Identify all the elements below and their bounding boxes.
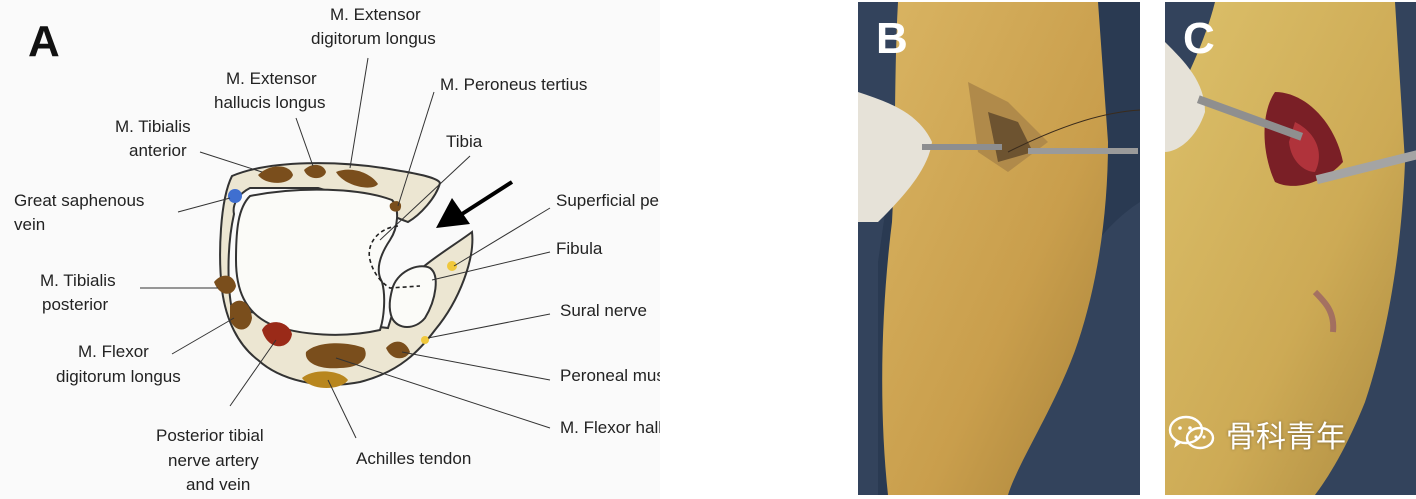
watermark: 骨科青年 <box>1168 412 1346 456</box>
tibia-cavity <box>236 190 397 335</box>
label-flexor-digitorum-2: digitorum longus <box>56 367 181 386</box>
label-flexor-digitorum-1: M. Flexor <box>78 342 149 361</box>
label-flexor-hallucis: M. Flexor hallucis longus <box>560 418 660 437</box>
ankle-cross-section-diagram: A <box>0 0 660 499</box>
black-arrow-icon <box>436 182 512 228</box>
label-extensor-hallucis-1: M. Extensor <box>226 69 317 88</box>
tibialis-posterior-shape <box>214 276 236 294</box>
leader-tib-ant <box>200 152 262 172</box>
great-saphenous-vein-dot <box>228 189 242 203</box>
label-posterior-tibial-2: nerve artery <box>168 451 259 470</box>
label-posterior-tibial-3: and vein <box>186 475 250 494</box>
label-sural-nerve: Sural nerve <box>560 301 647 320</box>
wechat-icon <box>1168 414 1216 454</box>
leader-achilles <box>328 380 356 438</box>
superficial-peroneal-nerve-dot <box>447 261 457 271</box>
label-peroneus-tertius: M. Peroneus tertius <box>440 75 587 94</box>
panel-b-photo: B <box>858 2 1140 495</box>
label-extensor-digitorum-1: M. Extensor <box>330 5 421 24</box>
label-fibula: Fibula <box>556 239 603 258</box>
panel-c-letter: C <box>1183 14 1215 64</box>
leader-sural <box>428 314 550 338</box>
label-superficial-peroneal-nerve: Superficial peroneal nerve <box>556 191 660 210</box>
label-extensor-hallucis-2: hallucis longus <box>214 93 326 112</box>
label-extensor-digitorum-2: digitorum longus <box>311 29 436 48</box>
label-tibia: Tibia <box>446 132 483 151</box>
label-tibialis-anterior-2: anterior <box>129 141 187 160</box>
label-tibialis-posterior-1: M. Tibialis <box>40 271 116 290</box>
leader-fdl <box>172 318 234 354</box>
label-achilles-tendon: Achilles tendon <box>356 449 471 468</box>
label-posterior-tibial-1: Posterior tibial <box>156 426 264 445</box>
leader-ext-dig <box>350 58 368 168</box>
sural-nerve-dot <box>421 336 429 344</box>
leader-ext-hal <box>296 118 313 166</box>
label-great-saphenous-2: vein <box>14 215 45 234</box>
watermark-text: 骨科青年 <box>1226 412 1346 456</box>
surgical-photo-b <box>858 2 1140 495</box>
label-great-saphenous-1: Great saphenous <box>14 191 144 210</box>
panel-b-letter: B <box>876 14 908 64</box>
leader-per-mus <box>402 352 550 380</box>
label-tibialis-anterior-1: M. Tibialis <box>115 117 191 136</box>
panel-a-diagram: A <box>0 0 660 499</box>
leader-fhl <box>336 358 550 428</box>
label-tibialis-posterior-2: posterior <box>42 295 108 314</box>
label-peroneal-muscle: Peroneal muscle <box>560 366 660 385</box>
panel-a-letter: A <box>28 17 60 66</box>
